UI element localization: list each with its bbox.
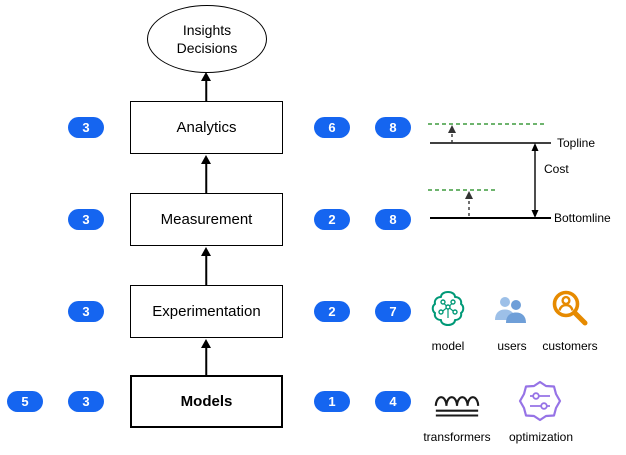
badge-models-left-2: 3 — [68, 391, 104, 412]
arrow-analytics-to-insights — [200, 72, 212, 101]
badge-measurement-right-1: 2 — [314, 209, 350, 230]
customers-label: customers — [542, 339, 598, 353]
bottomline-label: Bottomline — [554, 211, 611, 225]
decisions-label: Decisions — [176, 40, 238, 56]
arrowhead-icon — [531, 210, 539, 218]
badge-analytics-right-2: 8 — [375, 117, 411, 138]
badge-models-left-1: 5 — [7, 391, 43, 412]
experimentation-label: Experimentation — [152, 303, 261, 320]
badge-analytics-right-1: 6 — [314, 117, 350, 138]
arrow-measurement-to-analytics — [200, 155, 212, 193]
model-icon — [428, 288, 468, 333]
badge-experimentation-right-1: 2 — [314, 301, 350, 322]
arrowhead-icon — [201, 339, 211, 348]
arrowhead-icon — [448, 125, 456, 133]
arrowhead-icon — [465, 191, 473, 199]
analytics-label: Analytics — [176, 119, 237, 136]
customers-icon — [549, 287, 591, 334]
arrowhead-icon — [201, 155, 211, 164]
measurement-label: Measurement — [160, 211, 253, 228]
analytics-box: Analytics — [130, 101, 283, 154]
insights-decisions-ellipse: Insights Decisions — [147, 5, 267, 73]
optimization-icon — [518, 379, 562, 428]
badge-experimentation-right-2: 7 — [375, 301, 411, 322]
arrowhead-icon — [201, 247, 211, 256]
badge-models-right-1: 1 — [314, 391, 350, 412]
insights-label: Insights — [182, 22, 232, 38]
users-label: users — [497, 339, 527, 353]
badge-experimentation-left: 3 — [68, 301, 104, 322]
transformers-label: transformers — [423, 430, 491, 444]
transformers-icon — [432, 384, 482, 427]
badge-measurement-right-2: 8 — [375, 209, 411, 230]
optimization-label: optimization — [508, 430, 574, 444]
arrowhead-icon — [201, 72, 211, 81]
arrow-experimentation-to-measurement — [200, 247, 212, 285]
cost-label: Cost — [544, 162, 569, 176]
topline-bottomline-chart — [428, 123, 551, 219]
model-label: model — [431, 339, 465, 353]
badge-measurement-left: 3 — [68, 209, 104, 230]
badge-analytics-left: 3 — [68, 117, 104, 138]
users-icon — [492, 294, 528, 331]
experimentation-box: Experimentation — [130, 285, 283, 338]
models-box: Models — [130, 375, 283, 428]
badge-models-right-2: 4 — [375, 391, 411, 412]
arrow-models-to-experimentation — [200, 339, 212, 375]
arrowhead-icon — [531, 143, 539, 151]
measurement-box: Measurement — [130, 193, 283, 246]
topline-label: Topline — [557, 136, 596, 150]
models-label: Models — [180, 393, 233, 410]
